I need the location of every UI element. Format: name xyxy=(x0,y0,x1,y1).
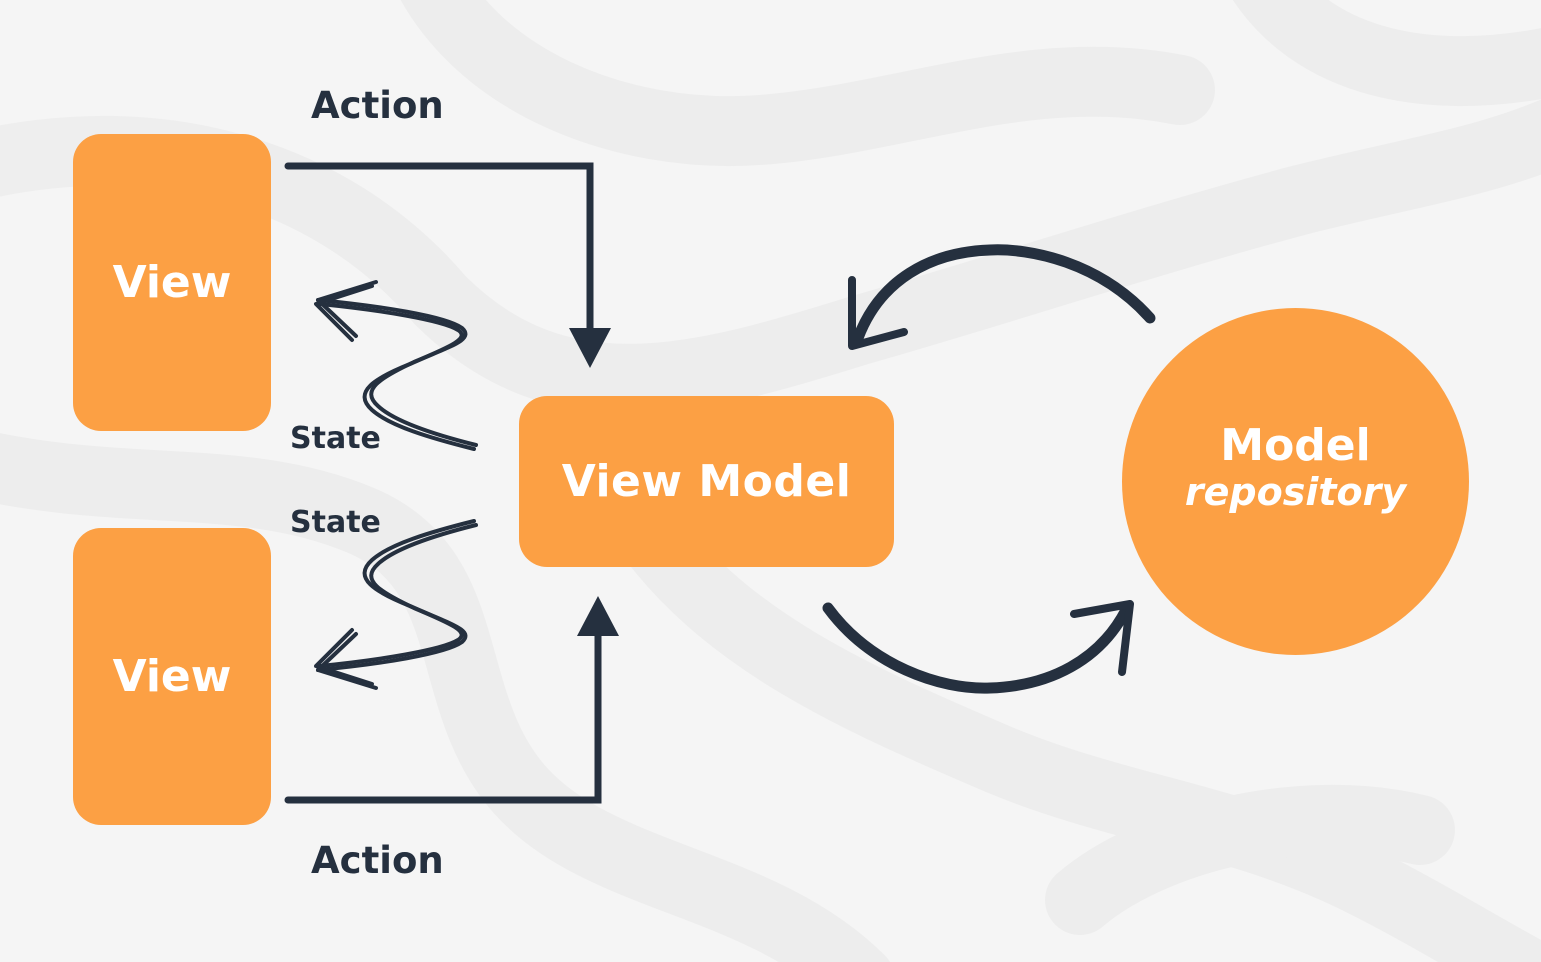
view-box-top: View xyxy=(73,134,271,431)
view-top-label: View xyxy=(112,257,232,308)
action-label-top: Action xyxy=(311,84,444,127)
view-bottom-label: View xyxy=(112,651,232,702)
view-box-bottom: View xyxy=(73,528,271,825)
view-model-label: View Model xyxy=(561,456,852,507)
state-label-bottom: State xyxy=(290,505,381,540)
model-repository-circle: Model repository xyxy=(1122,308,1469,655)
state-arrow-bottom xyxy=(314,519,478,690)
model-title: Model xyxy=(1220,419,1371,471)
model-subtitle: repository xyxy=(1184,469,1407,514)
action-arrow-bottom xyxy=(284,596,619,804)
action-arrow-top xyxy=(284,162,611,368)
state-arrow-top xyxy=(314,280,478,451)
viewmodel-to-model-arrow xyxy=(822,600,1134,694)
model-to-viewmodel-arrow xyxy=(848,244,1156,350)
view-model-box: View Model xyxy=(519,396,894,567)
state-label-top: State xyxy=(290,421,381,456)
action-label-bottom: Action xyxy=(311,839,444,882)
